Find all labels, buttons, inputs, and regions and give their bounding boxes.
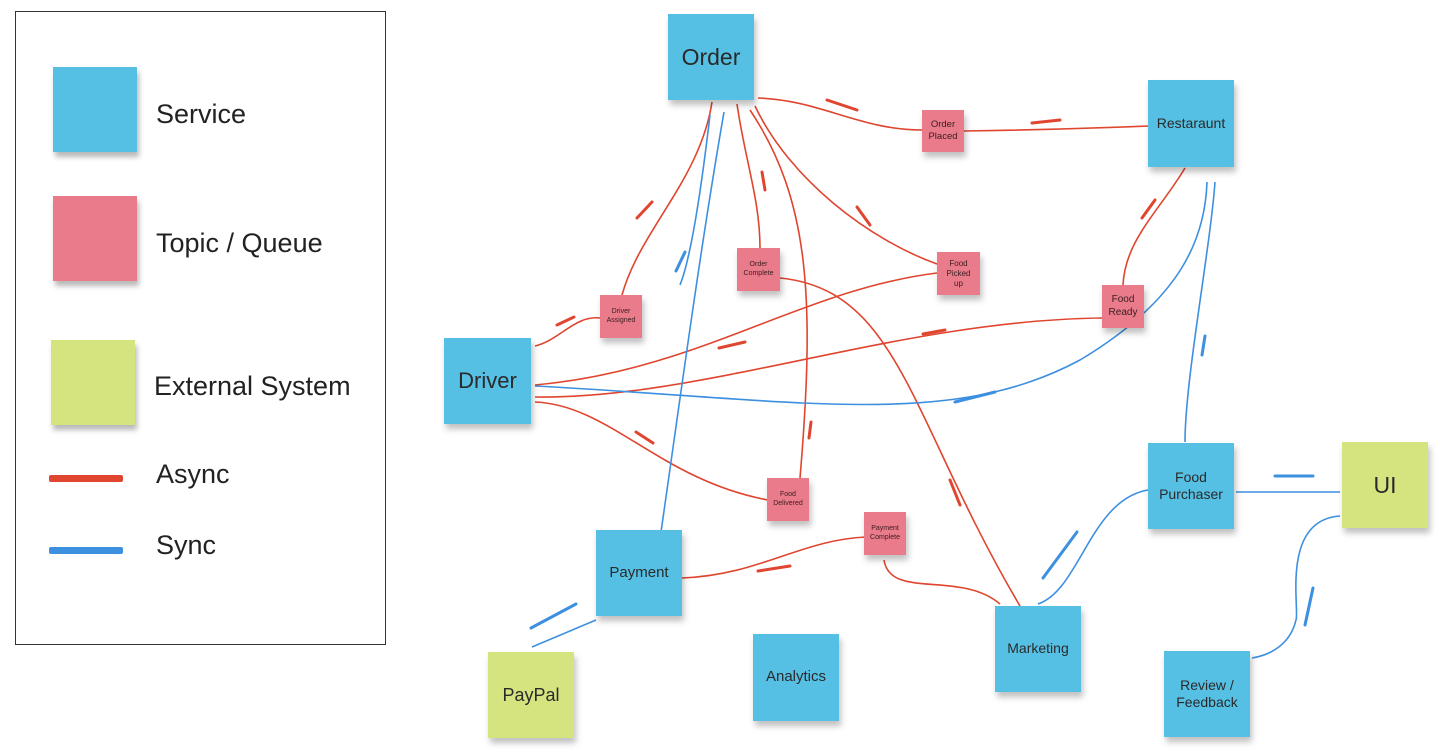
paypal-external-system: PayPal xyxy=(488,652,574,738)
async-arrow xyxy=(555,315,576,327)
sync-arrow xyxy=(1303,586,1315,627)
food-picked-up-topic: Food Picked up xyxy=(937,252,980,295)
legend-topic-label: Topic / Queue xyxy=(156,228,323,258)
legend-external-swatch xyxy=(51,340,135,425)
sync-arrow xyxy=(1200,334,1207,357)
async-arrow xyxy=(1030,118,1062,125)
sync-driver-to-order xyxy=(679,114,711,286)
async-order-complete-to-marketing xyxy=(779,277,1021,607)
legend-topic-swatch xyxy=(53,196,137,281)
async-arrow xyxy=(634,430,655,445)
sync-ui-to-review xyxy=(1251,515,1341,659)
legend-service-label: Service xyxy=(156,99,247,129)
async-payment-complete-to-marketing xyxy=(883,559,1001,605)
sync-payment-to-paypal xyxy=(531,619,597,648)
legend-sync-line xyxy=(49,547,123,554)
sync-payment-to-order xyxy=(660,111,725,533)
sync-food-purchaser-to-restaurant xyxy=(1184,181,1216,443)
sync-driver-to-restaurant xyxy=(534,181,1208,406)
async-arrow xyxy=(807,420,813,440)
async-food-ready-to-driver xyxy=(534,317,1103,398)
food-delivered-topic: Food Delivered xyxy=(767,478,809,521)
async-order-to-order-complete xyxy=(736,103,761,249)
order-placed-topic: Order Placed xyxy=(922,110,964,152)
async-arrow xyxy=(825,98,859,112)
async-arrow xyxy=(948,478,962,507)
async-arrow xyxy=(1140,198,1157,220)
async-driver-to-driver-assigned xyxy=(534,317,601,347)
driver-service: Driver xyxy=(444,338,531,424)
food-ready-topic: Food Ready xyxy=(1102,285,1144,328)
food-purchaser-service: Food Purchaser xyxy=(1148,443,1234,529)
driver-assigned-topic: Driver Assigned xyxy=(600,295,642,338)
async-arrow xyxy=(921,328,947,336)
async-order-to-order-placed xyxy=(757,97,923,131)
async-driver-to-food-picked-up xyxy=(534,272,938,386)
legend: Service Topic / Queue External System As… xyxy=(15,11,386,645)
analytics-service: Analytics xyxy=(753,634,839,721)
sync-arrow xyxy=(1041,530,1079,580)
async-food-picked-up-to-order xyxy=(754,105,938,265)
async-arrow xyxy=(760,170,767,192)
payment-service: Payment xyxy=(596,530,682,616)
payment-complete-topic: Payment Complete xyxy=(864,512,906,555)
async-arrow xyxy=(635,200,654,220)
legend-service-swatch xyxy=(53,67,137,152)
legend-async-label: Async xyxy=(156,459,230,489)
async-driver-assigned-to-order xyxy=(621,101,713,296)
async-driver-to-food-delivered xyxy=(534,401,769,501)
async-order-to-food-delivered xyxy=(749,109,808,479)
legend-async-line xyxy=(49,475,123,482)
async-payment-to-payment-complete xyxy=(681,536,867,579)
sync-arrow xyxy=(529,602,578,630)
order-service: Order xyxy=(668,14,754,100)
sync-marketing-to-food-purchaser xyxy=(1037,489,1149,605)
sync-arrow xyxy=(953,390,997,404)
async-restaurant-to-food-ready xyxy=(1122,167,1186,286)
review-feedback-service: Review / Feedback xyxy=(1164,651,1250,737)
marketing-service: Marketing xyxy=(995,606,1081,692)
legend-sync-label: Sync xyxy=(156,530,217,560)
order-complete-topic: Order Complete xyxy=(737,248,780,291)
async-arrow xyxy=(717,340,747,350)
async-arrow xyxy=(756,564,792,573)
sync-arrow xyxy=(674,250,687,273)
async-order-placed-to-restaurant xyxy=(963,125,1149,132)
ui-external-system: UI xyxy=(1342,442,1428,528)
legend-external-label: External System xyxy=(154,371,351,401)
restaurant-service: Restaraunt xyxy=(1148,80,1234,167)
async-arrow xyxy=(855,205,872,227)
